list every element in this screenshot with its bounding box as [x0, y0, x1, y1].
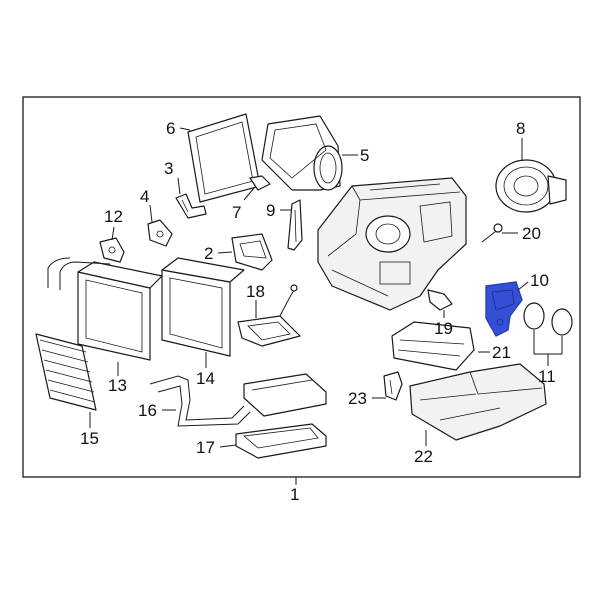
callout-12: 12: [104, 207, 123, 226]
part-3-bracket: [175, 193, 207, 219]
leader-12: [111, 226, 115, 241]
part-4-actuator: [147, 219, 173, 247]
part-11-motor-caps: [523, 302, 573, 366]
part-16-heater-core-block: [243, 373, 327, 417]
callout-20: 20: [522, 224, 541, 243]
part-12-actuator: [99, 237, 125, 263]
leader-6: [179, 127, 191, 131]
callout-1: 1: [290, 485, 299, 504]
callout-5: 5: [360, 146, 369, 165]
part-20-screw: [481, 223, 503, 243]
callout-9: 9: [266, 201, 275, 220]
leader-7: [243, 187, 255, 201]
part-5-housing-cover: [261, 115, 343, 191]
callout-21: 21: [492, 343, 511, 362]
part-15-cabin-filter: [35, 333, 97, 411]
callout-8: 8: [516, 119, 525, 138]
callout-3: 3: [164, 159, 173, 178]
part-6-filter-cover: [187, 113, 261, 203]
part-21-tray: [391, 321, 475, 371]
part-10-blower-control-module: [485, 281, 523, 337]
part-17-frame: [235, 423, 327, 459]
part-8-blower-motor: [495, 159, 567, 213]
callout-18: 18: [246, 282, 265, 301]
leader-3: [177, 177, 181, 195]
callout-2: 2: [204, 244, 213, 263]
callout-23: 23: [348, 389, 367, 408]
callout-14: 14: [196, 369, 215, 388]
leader-10: [517, 281, 529, 291]
part-2-module: [231, 233, 273, 271]
part-14-heater-core: [161, 257, 245, 357]
callout-22: 22: [414, 447, 433, 466]
callout-19: 19: [434, 319, 453, 338]
assembly-frame: [22, 96, 581, 478]
callout-7: 7: [232, 203, 241, 222]
part-16-pipes: [149, 375, 251, 427]
leader-2: [217, 251, 233, 254]
part-13-evaporator: [47, 257, 163, 361]
callout-13: 13: [108, 376, 127, 395]
part-7-clip: [249, 175, 271, 191]
callout-15: 15: [80, 429, 99, 448]
leader-4: [149, 204, 153, 223]
callout-6: 6: [166, 119, 175, 138]
callout-10: 10: [530, 271, 549, 290]
part-19-connector: [427, 289, 453, 311]
part-18-harness-module: [237, 284, 301, 347]
callout-17: 17: [196, 438, 215, 457]
hvac-housing: [317, 177, 467, 311]
callout-11: 11: [538, 367, 556, 386]
callout-16: 16: [138, 401, 157, 420]
part-23-fitting: [383, 371, 403, 401]
part-22-lower-housing: [409, 363, 547, 441]
leader-17: [219, 444, 237, 448]
part-9-sensor: [287, 199, 303, 251]
callout-4: 4: [140, 187, 149, 206]
